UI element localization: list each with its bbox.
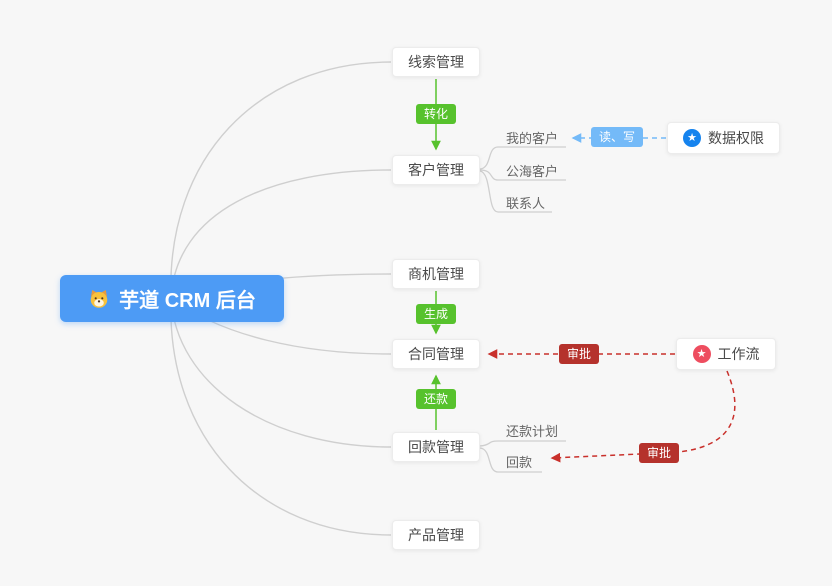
node-receivable-management: 回款管理 [392, 432, 480, 462]
node-label: 线索管理 [408, 54, 464, 70]
edge-root-customers [170, 169, 392, 299]
node-label: 数据权限 [708, 130, 764, 146]
node-workflow: ★ 工作流 [676, 338, 776, 370]
node-opportunity-management: 商机管理 [392, 259, 480, 289]
node-data-permission: ★ 数据权限 [667, 122, 780, 154]
edge-receivables-payment [479, 447, 542, 473]
node-customer-management: 客户管理 [392, 155, 480, 185]
edge-badge-convert: 转化 [416, 104, 457, 124]
edge-badge-repay: 还款 [416, 389, 457, 409]
data-permission-star-icon: ★ [683, 129, 701, 147]
node-label: 产品管理 [408, 527, 464, 543]
edge-root-leads [170, 61, 392, 299]
edge-badge-approve-contract: 审批 [559, 344, 600, 364]
root-node-label: 芋道 CRM 后台 [119, 290, 256, 312]
workflow-star-icon: ★ [692, 345, 711, 363]
edge-badge-read-write: 读、写 [591, 127, 644, 147]
node-contract-management: 合同管理 [392, 339, 480, 369]
edge-root-receivables [170, 297, 392, 448]
edge-customers-contacts [479, 170, 552, 213]
child-payment: 回款 [506, 455, 533, 470]
edge-badge-approve-receivable: 审批 [639, 443, 680, 463]
edge-root-products [170, 297, 392, 536]
node-label: 客户管理 [408, 162, 464, 178]
node-product-management: 产品管理 [392, 520, 480, 550]
edge-customers-pool [479, 169, 566, 181]
child-my-customers: 我的客户 [506, 131, 559, 146]
node-label: 回款管理 [408, 439, 464, 455]
edge-customers-mine [479, 146, 566, 170]
node-lead-management: 线索管理 [392, 47, 480, 77]
node-label: 合同管理 [408, 346, 464, 362]
dog-icon [88, 288, 110, 310]
node-label: 工作流 [717, 346, 760, 362]
child-contacts: 联系人 [506, 196, 546, 211]
root-node-crm-backend: 芋道 CRM 后台 [60, 275, 284, 322]
child-public-pool-customers: 公海客户 [506, 164, 559, 179]
edge-receivables-plan [479, 440, 566, 447]
child-repayment-plan: 还款计划 [506, 424, 559, 439]
node-label: 商机管理 [408, 266, 464, 282]
edge-badge-generate: 生成 [416, 304, 457, 324]
arrow-approve-payment [550, 370, 736, 463]
